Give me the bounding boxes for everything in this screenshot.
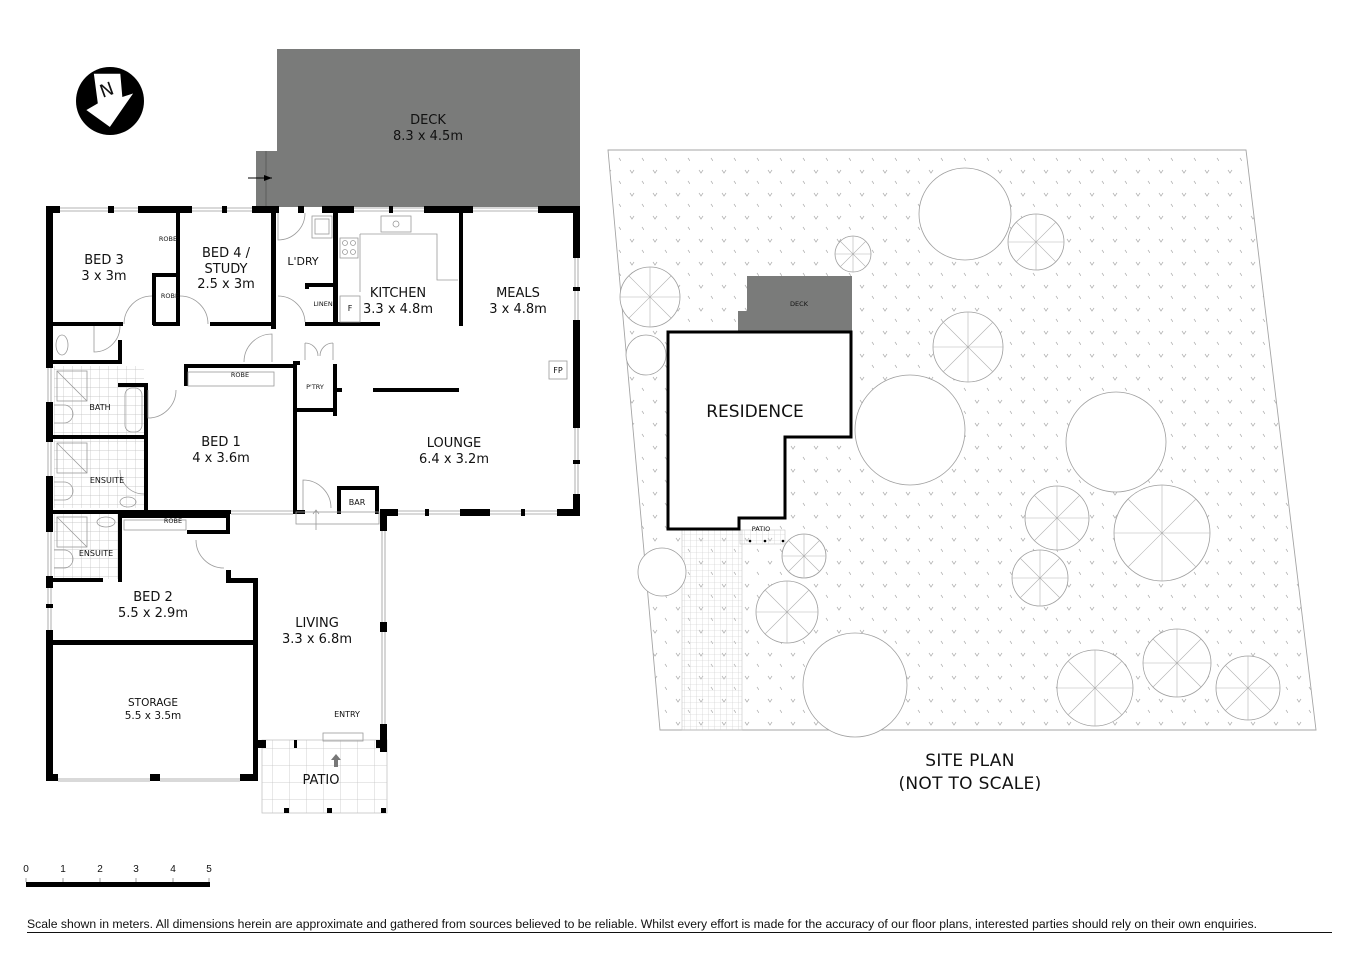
doors <box>93 212 334 569</box>
north-arrow-icon <box>76 67 144 135</box>
fridge-label: F <box>347 304 353 313</box>
fireplace-label: FP <box>553 366 563 375</box>
site-patio-label: PATIO <box>751 525 771 533</box>
scale-tick: 2 <box>97 864 103 875</box>
walls <box>46 206 580 813</box>
scale-tick: 1 <box>60 864 66 875</box>
room-label-robe-bed2: ROBE <box>163 517 183 525</box>
patio-tiles <box>261 739 388 814</box>
scale-tick: 0 <box>23 864 29 875</box>
site-deck-label: DECK <box>790 300 808 308</box>
room-label-robe-bed3-a: ROBE <box>158 235 178 243</box>
room-label-entry: ENTRY <box>334 710 360 719</box>
entry-arrow-icon <box>331 754 341 767</box>
scale-tick: 3 <box>133 864 139 875</box>
deck-area <box>248 49 580 207</box>
disclaimer-text: Scale shown in meters. All dimensions he… <box>27 917 1332 933</box>
room-label-ensuite-1: ENSUITE <box>89 476 125 485</box>
site-plan-title: SITE PLAN (NOT TO SCALE) <box>898 751 1042 794</box>
site-residence-label: RESIDENCE <box>706 402 804 422</box>
room-label-bar: BAR <box>348 498 366 507</box>
scale-tick: 4 <box>170 864 176 875</box>
room-label-pantry: P'TRY <box>306 383 324 391</box>
room-label-laundry: L'DRY <box>287 255 319 268</box>
fixtures <box>54 215 568 742</box>
room-label-robe-bed1: ROBE <box>230 371 250 379</box>
scale-tick: 5 <box>206 864 212 875</box>
room-label-ensuite-2: ENSUITE <box>78 549 114 558</box>
room-label-robe-bed3-b: ROBE <box>160 292 180 300</box>
scale-bar <box>25 878 210 887</box>
room-label-linen: LINEN <box>313 300 333 308</box>
scale-bar-labels: 0 1 2 3 4 5 <box>22 864 222 878</box>
site-plan <box>607 149 1317 738</box>
room-label-bath: BATH <box>89 403 111 412</box>
room-label-patio: PATIO <box>302 773 340 788</box>
windows <box>47 207 579 782</box>
